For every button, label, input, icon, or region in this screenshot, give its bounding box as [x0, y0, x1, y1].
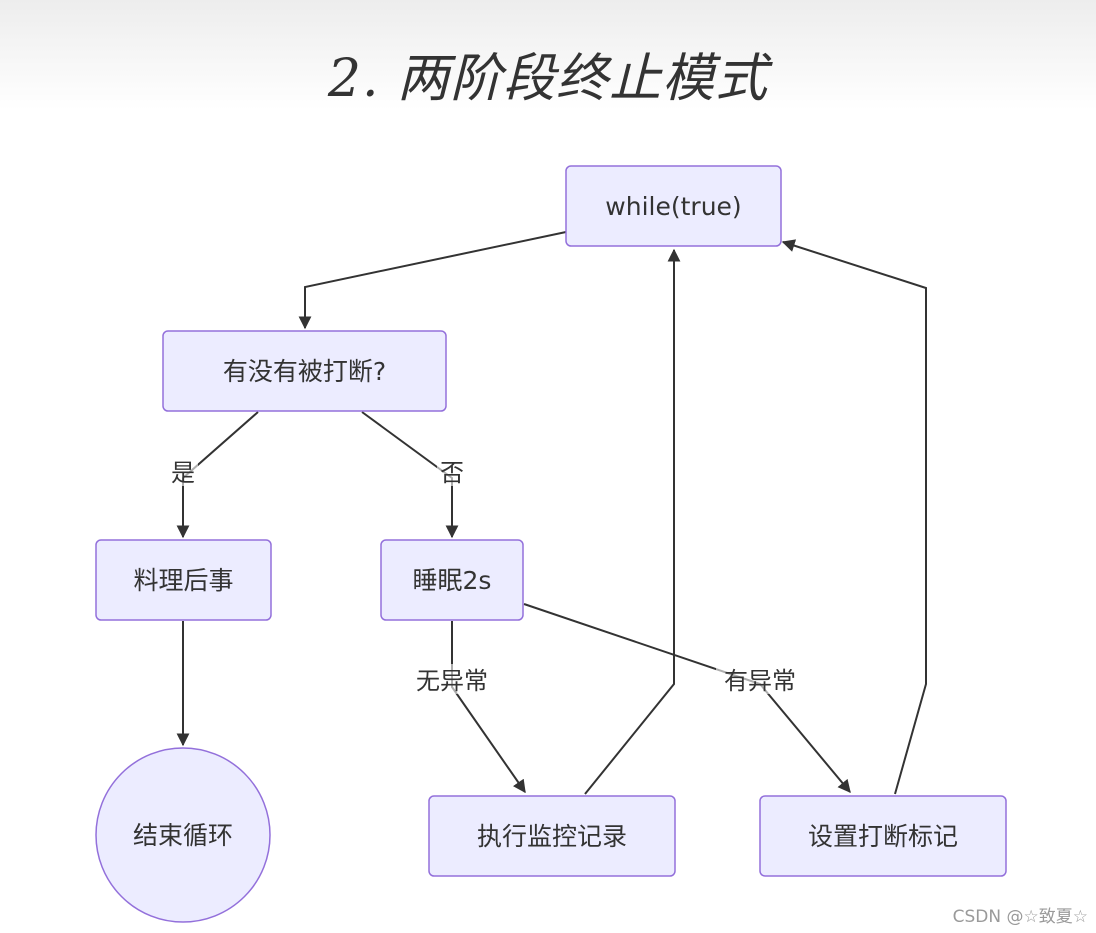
- node-set-flag-label: 设置打断标记: [808, 822, 958, 851]
- node-set-flag: 设置打断标记: [759, 795, 1007, 877]
- node-cleanup: 料理后事: [95, 539, 272, 621]
- edge-monitor-to-while: [584, 248, 681, 795]
- edge-sleep-to-monitor: [451, 621, 526, 794]
- node-sleep-label: 睡眠2s: [413, 566, 492, 595]
- edge-while-to-check: [298, 231, 567, 330]
- edge-label-no-text: 否: [440, 459, 464, 487]
- node-cleanup-label: 料理后事: [133, 566, 233, 595]
- node-end-loop-label: 结束循环: [133, 821, 233, 850]
- node-end-loop: 结束循环: [95, 747, 271, 923]
- edge-label-no-exception: 无异常: [408, 664, 496, 695]
- edge-label-has-exception-text: 有异常: [724, 667, 796, 695]
- edge-label-yes: 是: [168, 458, 198, 487]
- node-check-interrupt: 有没有被打断?: [162, 330, 447, 412]
- node-run-monitor-label: 执行监控记录: [477, 822, 627, 851]
- edge-sleep-to-flag: [523, 603, 851, 793]
- watermark: CSDN @☆致夏☆: [952, 907, 1088, 927]
- diagram-title: 2. 两阶段终止模式: [327, 49, 769, 109]
- edge-label-no: 否: [437, 458, 467, 487]
- node-run-monitor: 执行监控记录: [428, 795, 676, 877]
- node-check-interrupt-label: 有没有被打断?: [223, 357, 386, 386]
- node-while-loop-label: while(true): [605, 192, 741, 221]
- node-while-loop: while(true): [565, 165, 782, 247]
- edge-label-no-exception-text: 无异常: [416, 667, 488, 695]
- edge-label-yes-text: 是: [171, 459, 195, 487]
- node-sleep: 睡眠2s: [380, 539, 524, 621]
- edge-label-has-exception: 有异常: [716, 664, 804, 695]
- edge-flag-to-while: [781, 239, 927, 795]
